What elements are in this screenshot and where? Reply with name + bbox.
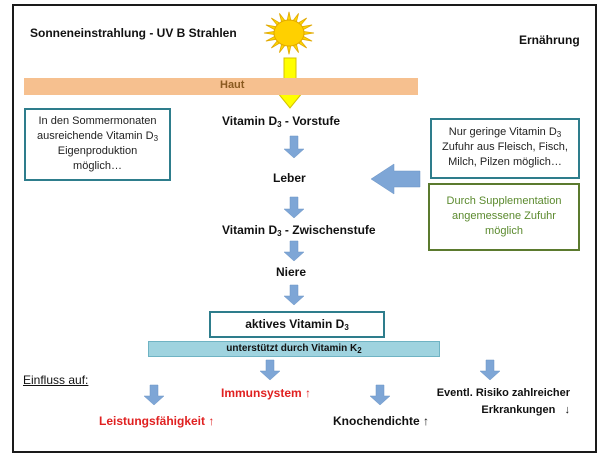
flow-arrow-2 (283, 196, 305, 219)
skin-label: Haut (220, 79, 245, 91)
liver-label: Leber (273, 171, 306, 185)
sun-uvb-title: Sonneneinstrahlung - UV B Strahlen (30, 26, 237, 40)
nutrition-arrow (370, 163, 421, 195)
sun-ray (303, 31, 315, 35)
note-line: Eigenproduktion (57, 145, 138, 157)
immune-system-effect: Immunsystem ↑ (221, 386, 312, 400)
note-line: möglich (485, 225, 523, 237)
note-line: angemessene Zufuhr (452, 210, 556, 222)
vitamin-d3-precursor: Vitamin D3 - Vorstufe (222, 114, 341, 129)
influence-label: Einfluss auf: (23, 373, 89, 387)
performance-effect: Leistungsfähigkeit ↑ (99, 414, 215, 428)
note-line: Durch Supplementation (446, 195, 562, 207)
flow-arrow-3 (283, 240, 305, 262)
active-vitamin-d3-box: aktives Vitamin D3 (209, 311, 385, 338)
note-line: Nur geringe Vitamin D3 (448, 126, 562, 139)
influence-arrow-2 (259, 359, 281, 381)
flow-arrow-1 (283, 135, 305, 159)
note-line: möglich… (73, 160, 122, 172)
influence-arrow-1 (143, 384, 165, 406)
sun-ray (263, 31, 275, 35)
note-line: Milch, Pilzen möglich… (448, 156, 562, 168)
vitamin-k2-support-bar: unterstützt durch Vitamin K2 (148, 341, 440, 357)
flow-arrow-4 (283, 284, 305, 306)
note-line: Zufuhr aus Fleisch, Fisch, (442, 141, 568, 153)
summer-production-note: In den Sommermonaten ausreichende Vitami… (24, 108, 171, 181)
disease-risk-effect: Eventl. Risiko zahlreicher Erkrankungen … (436, 387, 570, 416)
sun-ray (286, 11, 292, 21)
sun-icon (263, 11, 315, 55)
sun-ray (286, 45, 292, 55)
skin-bar (24, 78, 418, 95)
note-line: In den Sommermonaten (38, 115, 157, 127)
bone-density-effect: Knochendichte ↑ (333, 414, 430, 428)
influence-arrow-4 (479, 359, 501, 381)
kidney-label: Niere (276, 265, 307, 279)
vitamin-d3-intermediate: Vitamin D3 - Zwischenstufe (222, 223, 376, 238)
dietary-intake-note: Nur geringe Vitamin D3 Zufuhr aus Fleisc… (430, 118, 580, 179)
supplementation-note: Durch Supplementation angemessene Zufuhr… (428, 183, 580, 251)
nutrition-title: Ernährung (519, 33, 580, 47)
influence-arrow-3 (369, 384, 391, 406)
diagram-frame (12, 4, 597, 453)
note-line: ausreichende Vitamin D3 (36, 130, 159, 143)
